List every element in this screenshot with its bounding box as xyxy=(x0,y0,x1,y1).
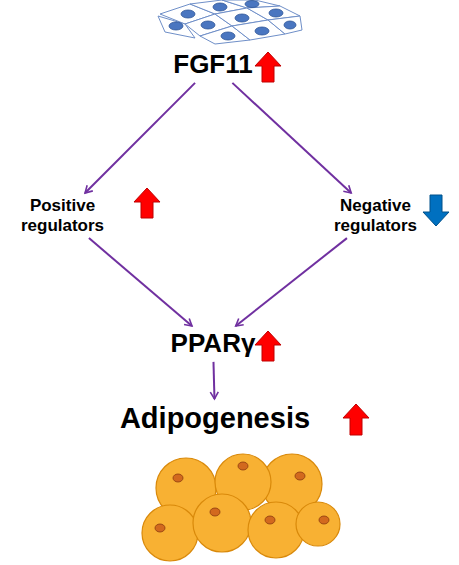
adipocyte-nuclei xyxy=(155,462,329,532)
receptor-label: PPARγ xyxy=(150,329,276,359)
growth-factor-label: FGF11 xyxy=(150,50,276,80)
cell-nuclei xyxy=(169,1,296,41)
node-text: FGF11 xyxy=(150,50,276,80)
regulator-label: Positive regulators xyxy=(5,196,120,235)
node-text: PPARγ xyxy=(150,329,276,359)
increase-arrow xyxy=(134,188,160,218)
flow-arrow xyxy=(89,238,192,326)
node-text: Positive regulators xyxy=(5,196,120,235)
cell-sheet xyxy=(158,0,302,44)
increase-arrow xyxy=(255,52,281,82)
decrease-arrow xyxy=(423,195,449,226)
flow-arrow xyxy=(85,83,195,193)
adipocytes xyxy=(142,454,340,561)
flow-arrow xyxy=(212,362,215,399)
increase-arrow xyxy=(343,404,369,435)
process-label: Adipogenesis xyxy=(80,402,350,435)
increase-arrow xyxy=(255,331,281,361)
node-text: Adipogenesis xyxy=(80,402,350,435)
flow-arrow xyxy=(232,83,351,193)
flow-arrow xyxy=(236,238,347,326)
node-text: Negative regulators xyxy=(318,196,433,235)
regulator-label: Negative regulators xyxy=(318,196,433,235)
